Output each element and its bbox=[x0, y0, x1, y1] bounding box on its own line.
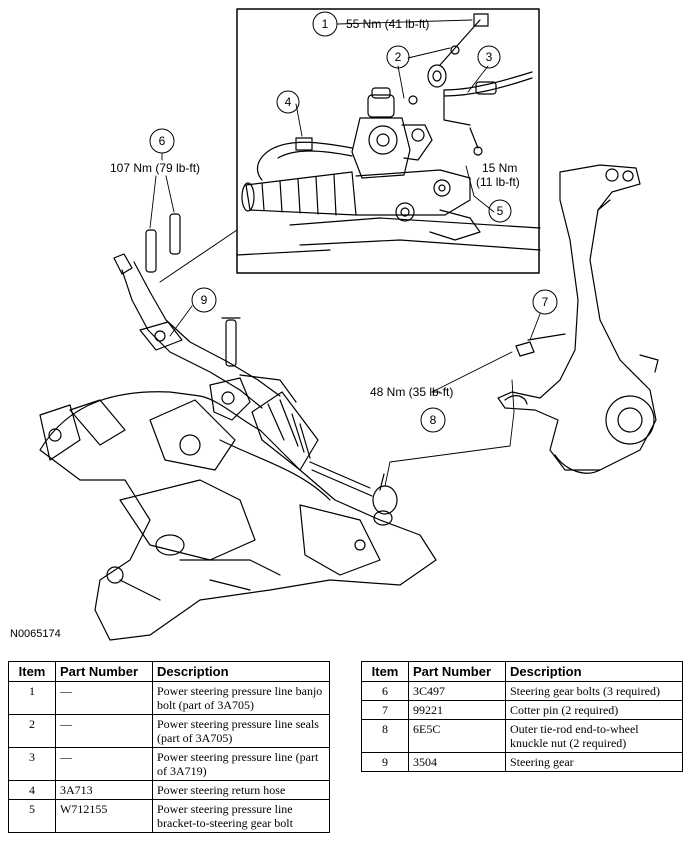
cell-part-number: — bbox=[55, 714, 153, 748]
wheel-knuckle bbox=[497, 164, 659, 474]
cell-item: 2 bbox=[8, 714, 56, 748]
cell-item: 9 bbox=[361, 752, 409, 772]
steering-gear bbox=[113, 213, 398, 526]
header-part-number: Part Number bbox=[408, 661, 506, 682]
cell-part-number: 99221 bbox=[408, 700, 506, 720]
cell-item: 8 bbox=[361, 719, 409, 753]
cell-item: 3 bbox=[8, 747, 56, 781]
header-item: Item bbox=[8, 661, 56, 682]
table-row: 7 99221 Cotter pin (2 required) bbox=[361, 700, 683, 720]
cell-part-number: 3A713 bbox=[55, 780, 153, 800]
cell-part-number: W712155 bbox=[55, 799, 153, 833]
torque-item-8: 48 Nm (35 lb-ft) bbox=[370, 385, 453, 399]
cell-part-number: 3504 bbox=[408, 752, 506, 772]
callout-1: 1 bbox=[322, 17, 329, 31]
cell-item: 7 bbox=[361, 700, 409, 720]
header-description: Description bbox=[152, 661, 330, 682]
table-row: 2 — Power steering pressure line seals (… bbox=[8, 714, 330, 748]
table-row: 6 3C497 Steering gear bolts (3 required) bbox=[361, 681, 683, 701]
cell-part-number: 3C497 bbox=[408, 681, 506, 701]
table-row: 5 W712155 Power steering pressure line b… bbox=[8, 799, 330, 833]
cell-description: Power steering pressure line (part of 3A… bbox=[152, 747, 330, 781]
callout-2: 2 bbox=[395, 50, 402, 64]
cell-description: Power steering return hose bbox=[152, 780, 330, 800]
callout-5: 5 bbox=[497, 204, 504, 218]
figure-id: N0065174 bbox=[10, 628, 61, 640]
cell-description: Outer tie-rod end-to-wheel knuckle nut (… bbox=[505, 719, 683, 753]
header-description: Description bbox=[505, 661, 683, 682]
table-row: 3 — Power steering pressure line (part o… bbox=[8, 747, 330, 781]
cell-item: 6 bbox=[361, 681, 409, 701]
parts-table-left: Item Part Number Description 1 — Power s… bbox=[8, 661, 330, 833]
callout-circles bbox=[149, 11, 558, 433]
table-row: 4 3A713 Power steering return hose bbox=[8, 780, 330, 800]
detail-inset-frame bbox=[236, 8, 540, 274]
torque-item-5-nm: 15 Nm bbox=[482, 161, 517, 175]
steering-gear-diagram: 1 2 3 4 5 6 9 7 8 55 Nm (41 lb-ft) 107 N… bbox=[39, 8, 659, 641]
table-row: 8 6E5C Outer tie-rod end-to-wheel knuckl… bbox=[361, 719, 683, 753]
cell-item: 5 bbox=[8, 799, 56, 833]
header-item: Item bbox=[361, 661, 409, 682]
table-row: 1 — Power steering pressure line banjo b… bbox=[8, 681, 330, 715]
subframe bbox=[39, 374, 437, 641]
cell-part-number: — bbox=[55, 681, 153, 715]
callout-8: 8 bbox=[430, 413, 437, 427]
header-part-number: Part Number bbox=[55, 661, 153, 682]
cell-description: Steering gear bolts (3 required) bbox=[505, 681, 683, 701]
torque-item-6: 107 Nm (79 lb-ft) bbox=[110, 161, 200, 175]
callout-7: 7 bbox=[542, 295, 549, 309]
cell-part-number: — bbox=[55, 747, 153, 781]
cell-description: Steering gear bbox=[505, 752, 683, 772]
parts-table-right: Item Part Number Description 6 3C497 Ste… bbox=[361, 661, 683, 772]
table-row: 9 3504 Steering gear bbox=[361, 752, 683, 772]
cell-item: 1 bbox=[8, 681, 56, 715]
cell-part-number: 6E5C bbox=[408, 719, 506, 753]
cell-description: Cotter pin (2 required) bbox=[505, 700, 683, 720]
torque-item-5-lbft: (11 lb-ft) bbox=[476, 175, 520, 189]
torque-item-1: 55 Nm (41 lb-ft) bbox=[346, 17, 429, 31]
cell-description: Power steering pressure line bracket-to-… bbox=[152, 799, 330, 833]
callout-leaders bbox=[149, 19, 541, 487]
cell-item: 4 bbox=[8, 780, 56, 800]
cell-description: Power steering pressure line banjo bolt … bbox=[152, 681, 330, 715]
cell-description: Power steering pressure line seals (part… bbox=[152, 714, 330, 748]
inset-gear-housing bbox=[236, 13, 541, 256]
callout-4: 4 bbox=[285, 95, 292, 109]
callout-9: 9 bbox=[201, 293, 208, 307]
callout-3: 3 bbox=[486, 50, 493, 64]
callout-6: 6 bbox=[159, 134, 166, 148]
